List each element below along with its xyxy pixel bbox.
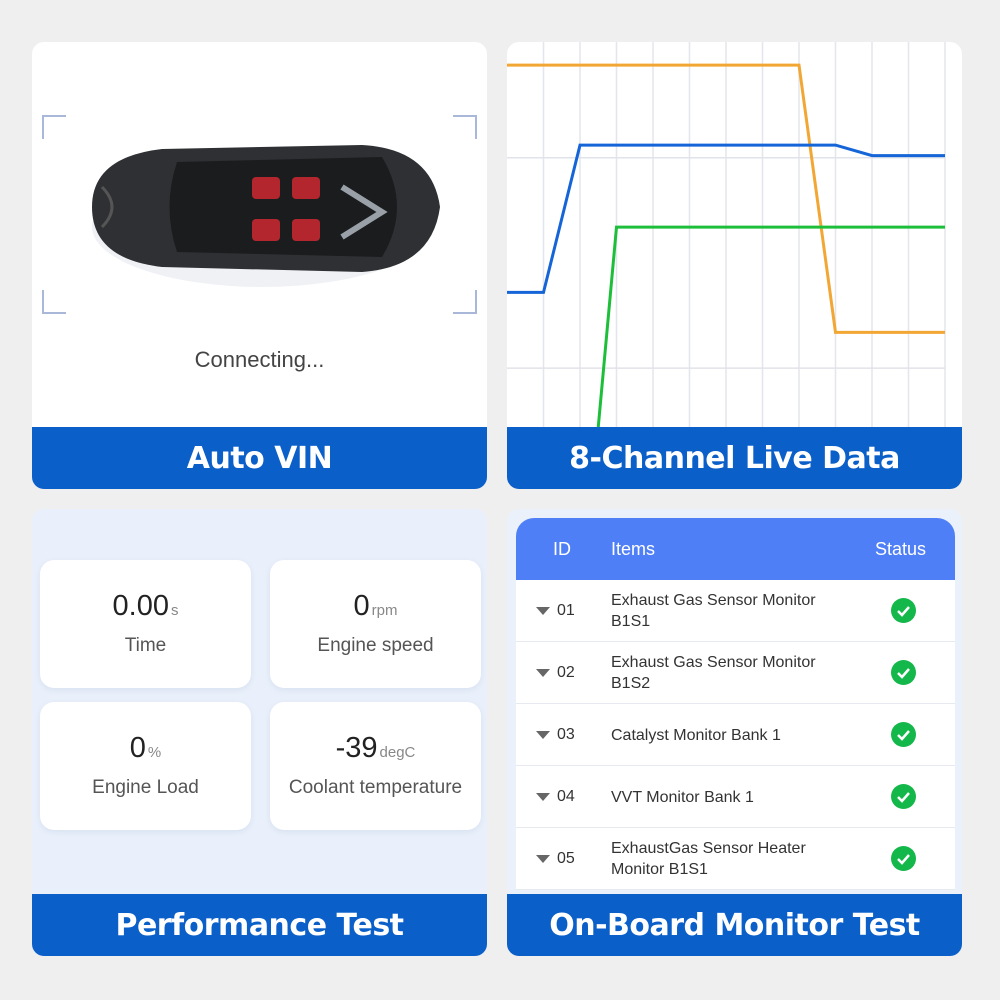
table-row[interactable]: 02 Exhaust Gas Sensor Monitor B1S2 [516, 642, 955, 704]
row-id: 02 [557, 664, 575, 681]
check-circle-icon [891, 846, 916, 871]
check-circle-icon [891, 784, 916, 809]
row-id: 03 [557, 726, 575, 743]
expand-caret-icon[interactable] [536, 793, 550, 801]
panel-title: Auto VIN [32, 427, 487, 489]
check-circle-icon [891, 598, 916, 623]
stat-label: Engine Load [92, 777, 199, 798]
check-circle-icon [891, 660, 916, 685]
table-row[interactable]: 03 Catalyst Monitor Bank 1 [516, 704, 955, 766]
panel-title: On-Board Monitor Test [507, 894, 962, 956]
car-image [92, 145, 440, 287]
row-item: VVT Monitor Bank 1 [611, 789, 754, 806]
stat-label: Time [124, 635, 167, 656]
scan-bracket-icon [42, 290, 66, 314]
stat-unit: s [170, 602, 179, 619]
stat-unit: % [147, 744, 162, 761]
column-id: ID [553, 539, 571, 559]
stat-label: Coolant temperature [288, 777, 463, 798]
row-item: Exhaust Gas Sensor Monitor B1S2 [611, 654, 816, 692]
panel-title: 8-Channel Live Data [507, 427, 962, 489]
check-circle-icon [891, 722, 916, 747]
row-item: ExhaustGas Sensor Heater Monitor B1S1 [611, 840, 806, 878]
stat-tile: 0% Engine Load [40, 702, 251, 830]
table-row[interactable]: 05 ExhaustGas Sensor Heater Monitor B1S1 [516, 828, 955, 890]
stat-value: 0.00 [112, 590, 169, 622]
row-id: 01 [557, 602, 575, 619]
panel-title: Performance Test [32, 894, 487, 956]
expand-caret-icon[interactable] [536, 607, 550, 615]
stat-unit: rpm [371, 602, 398, 619]
row-item: Catalyst Monitor Bank 1 [611, 727, 781, 744]
stat-unit: degC [379, 744, 416, 761]
series-line-2 [596, 225, 945, 427]
column-status: Status [875, 539, 927, 559]
scan-bracket-icon [42, 115, 66, 139]
stat-label: Engine speed [317, 635, 434, 656]
column-items: Items [611, 539, 656, 559]
live-data-panel: 8-Channel Live Data [507, 42, 962, 489]
scan-bracket-icon [453, 115, 477, 139]
stat-value: 0 [353, 590, 370, 622]
expand-caret-icon[interactable] [536, 669, 550, 677]
table-row[interactable]: 04 VVT Monitor Bank 1 [516, 766, 955, 828]
table-row[interactable]: 01 Exhaust Gas Sensor Monitor B1S1 [516, 580, 955, 642]
table-header: ID Items Status [516, 518, 955, 580]
monitor-test-panel: ID Items Status 01 Exhaust Gas Sensor Mo… [507, 509, 962, 956]
series-line-1 [507, 143, 945, 294]
row-item: Exhaust Gas Sensor Monitor B1S1 [611, 592, 816, 630]
row-id: 04 [557, 788, 575, 805]
auto-vin-panel: Connecting... Auto VIN [32, 42, 487, 489]
stat-value: -39 [335, 732, 378, 764]
connection-status: Connecting... [194, 347, 325, 372]
stat-value: 0 [129, 732, 146, 764]
row-id: 05 [557, 850, 575, 867]
series-line-0 [507, 63, 945, 334]
live-data-chart [507, 42, 946, 427]
expand-caret-icon[interactable] [536, 731, 550, 739]
expand-caret-icon[interactable] [536, 855, 550, 863]
scan-bracket-icon [453, 290, 477, 314]
